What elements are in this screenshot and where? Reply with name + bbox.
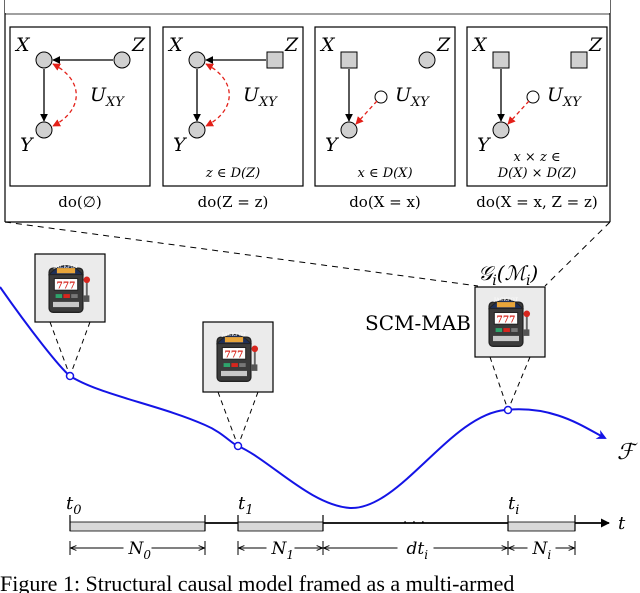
- node-y: [188, 121, 206, 139]
- intervention-label: do(Z = z): [198, 193, 269, 211]
- figure-caption: Figure 1: Structural causal model framed…: [0, 571, 515, 593]
- label-latent: UXY: [395, 84, 430, 110]
- node-y: [35, 121, 53, 139]
- node-z: [113, 51, 131, 69]
- span-label: Ni: [532, 539, 552, 562]
- slot-machine-icon: JACKPOT: [34, 253, 106, 381]
- node-u: [526, 90, 540, 104]
- slot-machine-icon: JACKPOT: [474, 286, 546, 415]
- label-x: X: [167, 34, 184, 56]
- node-x: [340, 51, 358, 69]
- label-latent: UXY: [547, 84, 582, 110]
- slot-machine-icon: JACKPOT: [202, 321, 274, 451]
- node-x: [188, 51, 206, 69]
- tick-label: t0: [66, 493, 82, 518]
- zoom-line-right: [544, 221, 611, 287]
- label-latent: UXY: [90, 84, 125, 110]
- jackpot-text: JACKPOT: [221, 332, 247, 338]
- label-x: X: [471, 34, 488, 56]
- curve-point: [233, 441, 243, 451]
- domain-label: z ∈ D(Z): [205, 166, 260, 181]
- node-x: [35, 51, 53, 69]
- panel-2: X Z Y UXY z ∈ D(Z) do(Z = z): [162, 26, 304, 211]
- scm-mab-label: SCM-MAB: [365, 311, 471, 335]
- label-z: Z: [131, 34, 146, 56]
- tick-label: ti: [508, 493, 519, 518]
- panel-frame: [466, 26, 608, 187]
- intervention-label: do(X = x, Z = z): [476, 193, 598, 211]
- span-label: dti: [407, 539, 429, 562]
- label-x: X: [319, 34, 336, 56]
- curve-point: [503, 405, 513, 415]
- span-label: N1: [271, 539, 295, 562]
- latent-edge: [52, 63, 77, 127]
- pull-interval-bar: [237, 521, 324, 532]
- span-label: N0: [128, 539, 152, 562]
- jackpot-text: JACKPOT: [493, 297, 519, 303]
- node-z: [570, 51, 588, 69]
- causal-graph-panels: [4, 0, 611, 223]
- domain-label: x ∈ D(X): [357, 166, 412, 181]
- intervention-label: do(∅): [58, 193, 101, 211]
- node-z: [418, 51, 436, 69]
- label-latent: UXY: [243, 84, 278, 110]
- latent-edge: [355, 100, 378, 125]
- label-z: Z: [588, 34, 603, 56]
- label-y: Y: [325, 134, 340, 156]
- graph-label: 𝒢i(ℳi): [478, 261, 538, 289]
- node-y: [340, 121, 358, 139]
- panel-3: X Z Y UXY x ∈ D(X) do(X = x): [314, 26, 456, 211]
- ellipsis: · · ·: [403, 515, 425, 531]
- node-y: [492, 121, 510, 139]
- latent-edge: [507, 100, 530, 125]
- pull-interval-bar: [69, 521, 206, 532]
- domain-label: x × z ∈: [513, 150, 560, 165]
- node-z: [266, 51, 284, 69]
- domain-label-2: D(X) × D(Z): [497, 166, 577, 181]
- label-y: Y: [20, 134, 35, 156]
- label-y: Y: [477, 134, 492, 156]
- jackpot-text: JACKPOT: [53, 264, 79, 270]
- panel-4: X Z Y UXY x × z ∈D(X) × D(Z) do(X = x, Z = z): [466, 26, 608, 211]
- label-x: X: [14, 34, 31, 56]
- intervention-label: do(X = x): [349, 193, 421, 211]
- latent-edge: [205, 63, 230, 127]
- label-z: Z: [436, 34, 451, 56]
- curve-point: [65, 371, 75, 381]
- panel-frame: [314, 26, 456, 187]
- zoom-line-left: [4, 221, 479, 287]
- curve-label: ℱ: [617, 440, 638, 465]
- panel-frame: [162, 26, 304, 187]
- axis-label: t: [618, 513, 626, 534]
- node-x: [492, 51, 510, 69]
- pull-interval-bar: [507, 521, 576, 532]
- tick-label: t1: [238, 493, 254, 518]
- label-z: Z: [284, 34, 299, 56]
- node-u: [374, 90, 388, 104]
- panel-frame: [9, 26, 151, 187]
- panel-1: X Z Y UXY do(∅): [9, 26, 151, 211]
- label-y: Y: [173, 134, 188, 156]
- timeline: t t0 t1 ti · · · N0 N1 dti Ni: [66, 493, 626, 562]
